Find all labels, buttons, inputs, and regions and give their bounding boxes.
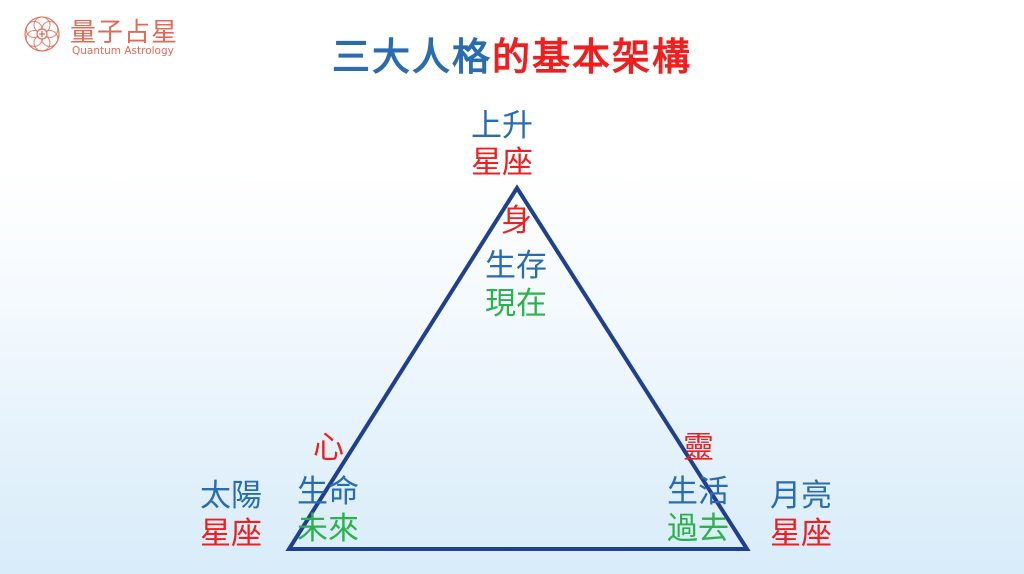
right-inner-label-1: 靈 <box>683 430 714 466</box>
title-part-red: 的基本架構 <box>492 35 693 79</box>
left-inner-label-2: 生命 <box>297 474 359 510</box>
flower-of-life-icon <box>24 16 60 52</box>
right-inner-label-3: 過去 <box>667 511 729 547</box>
top-inner-label-3: 現在 <box>485 286 547 322</box>
top-inner-label-1: 身 <box>501 203 532 239</box>
right-outer-label-2: 星座 <box>770 516 832 552</box>
logo-name-en: Quantum Astrology <box>72 45 174 57</box>
right-outer-label-1: 月亮 <box>770 478 832 514</box>
logo-name-cn: 量子占星 <box>70 18 179 48</box>
left-inner-label-1: 心 <box>313 430 344 466</box>
brand-logo: 量子占星 Quantum Astrology <box>22 14 192 60</box>
page-title: 三大人格的基本架構 <box>0 26 1024 81</box>
left-inner-label-3: 未來 <box>297 511 359 547</box>
triangle-outline <box>285 184 751 551</box>
top-outer-label-1: 上升 <box>471 108 533 144</box>
left-outer-label-1: 太陽 <box>200 478 262 514</box>
left-outer-label-2: 星座 <box>200 516 262 552</box>
top-inner-label-2: 生存 <box>485 248 547 284</box>
title-part-blue: 三大人格 <box>331 35 492 79</box>
right-inner-label-2: 生活 <box>667 474 729 510</box>
top-outer-label-2: 星座 <box>471 145 533 181</box>
